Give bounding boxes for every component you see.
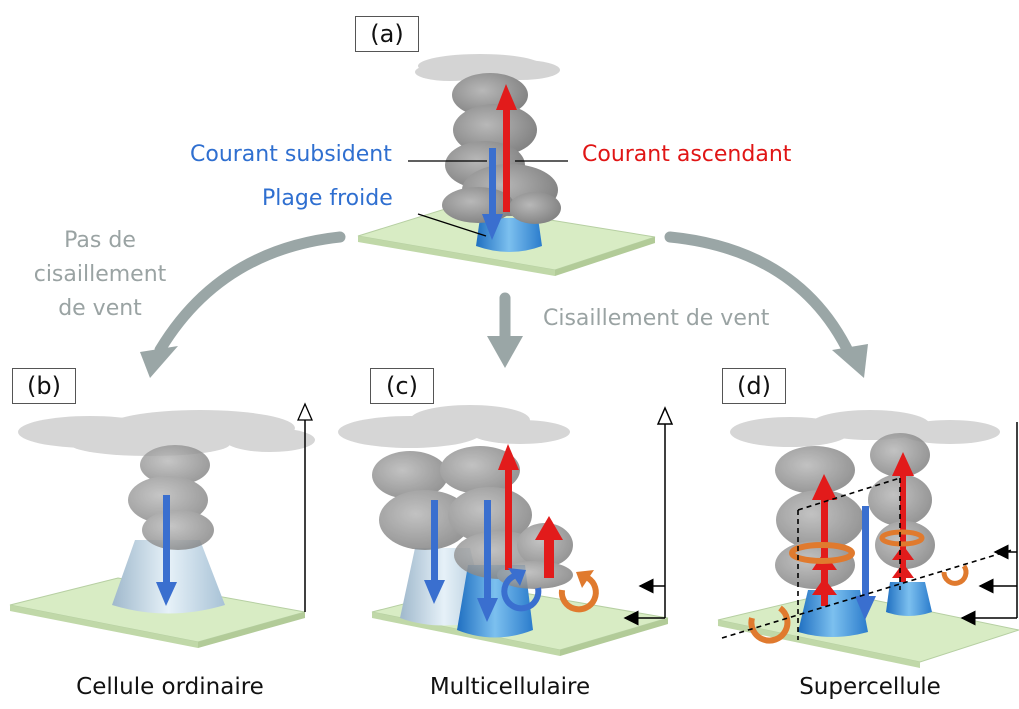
updraft-arrow-c1 — [498, 444, 519, 570]
downdraft-arrow-a — [482, 148, 503, 240]
downdraft-arrow-b — [156, 495, 177, 606]
downdraft-arrow-d — [855, 506, 876, 620]
flow-arrow-left — [154, 231, 346, 356]
rotation-orange-d4 — [941, 564, 969, 586]
wind-profile-c — [623, 406, 674, 626]
panel-a — [357, 54, 656, 276]
ground-plate-d — [717, 591, 1019, 663]
caption-cellule-ordinaire: Cellule ordinaire — [76, 674, 264, 700]
label-courant-ascendant: Courant ascendant — [582, 142, 792, 167]
label-pas-de-cisaillement-line1: Pas de — [64, 228, 136, 253]
panel-b — [9, 402, 315, 648]
cloud-column-a — [442, 73, 561, 224]
panel-c — [338, 405, 674, 656]
rotation-orange-d2 — [879, 529, 925, 547]
updraft-arrow-d2 — [892, 452, 914, 582]
caption-supercellule: Supercellule — [799, 674, 941, 700]
rotation-orange-c — [558, 570, 599, 613]
label-cisaillement-de-vent: Cisaillement de vent — [543, 306, 770, 331]
downdraft-arrow-c2 — [477, 500, 498, 622]
label-pas-de-cisaillement: Pas de cisaillement de vent — [30, 224, 170, 326]
wind-profile-b — [297, 402, 313, 612]
flow-arrow-right — [664, 231, 856, 361]
cloud-column-c — [372, 446, 573, 589]
label-plage-froide: Plage froide — [262, 186, 393, 211]
flow-arrows — [154, 231, 856, 361]
cold-pool-d2 — [886, 582, 932, 616]
panel-label-b: (b) — [12, 368, 76, 404]
label-pas-de-cisaillement-line2: cisaillement — [33, 262, 167, 287]
cloud-column-d — [775, 433, 935, 589]
panel-label-c: (c) — [370, 368, 434, 404]
rotation-blue-c — [501, 568, 542, 612]
anvil-b — [18, 410, 315, 456]
cold-pool-d1 — [798, 590, 868, 637]
downdraft-arrow-c1 — [424, 500, 445, 604]
updraft-arrow-a — [496, 84, 517, 212]
wind-profile-d — [960, 422, 1018, 626]
anvil-d — [730, 410, 1000, 447]
panel-label-d: (d) — [722, 368, 786, 404]
anvil-c — [338, 405, 570, 448]
cloud-column-b — [128, 445, 214, 550]
label-pas-de-cisaillement-line3: de vent — [58, 296, 142, 321]
tilt-lines-d — [721, 477, 1013, 640]
updraft-arrow-c2 — [535, 516, 563, 578]
caption-multicellulaire: Multicellulaire — [429, 674, 591, 700]
panel-label-a: (a) — [355, 16, 419, 52]
panel-d — [717, 410, 1019, 668]
label-courant-subsident: Courant subsident — [190, 142, 392, 167]
rotation-orange-d1 — [789, 542, 855, 564]
